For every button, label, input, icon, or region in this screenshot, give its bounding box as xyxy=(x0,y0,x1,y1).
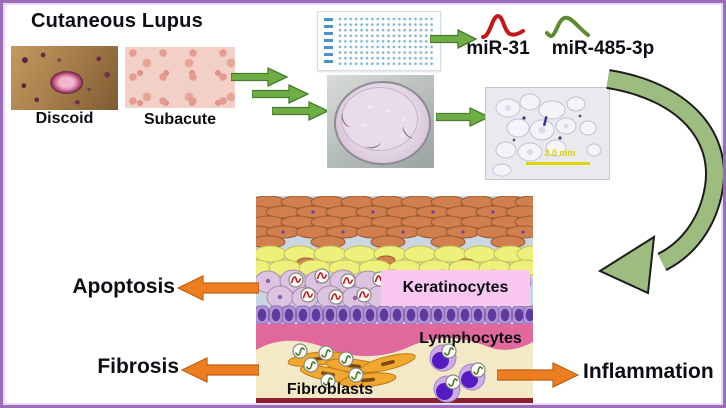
inflammation-arrow-icon xyxy=(497,362,579,388)
scale-bar-label: 2.0 mm xyxy=(544,148,576,158)
fibrosis-arrow-icon xyxy=(181,357,259,383)
flow-arrow-icon xyxy=(436,107,490,127)
flow-arrow-icon xyxy=(231,67,288,87)
inflammation-label: Inflammation xyxy=(583,360,714,383)
plate-control-column xyxy=(324,18,333,64)
mir-31-curve-icon xyxy=(481,13,525,39)
skin-section-diagram xyxy=(256,196,533,403)
mir-485-3p-curve-icon xyxy=(545,15,590,38)
flow-arrow-icon xyxy=(252,84,309,104)
discoid-lupus-photo xyxy=(11,46,118,110)
keratinocyte-microscopy-photo: 2.0 mm xyxy=(485,87,610,180)
mir-31-label: miR-31 xyxy=(466,38,530,59)
cell-outlines xyxy=(492,93,602,177)
curved-flow-arrow-icon xyxy=(597,69,723,295)
plate-well-grid xyxy=(338,17,435,65)
subacute-label: Subacute xyxy=(143,111,216,128)
page-title: Cutaneous Lupus xyxy=(31,10,203,32)
dish-medium xyxy=(341,87,418,151)
scale-bar xyxy=(526,162,590,165)
petri-dish-photo xyxy=(327,75,434,168)
microarray-plate-photo xyxy=(317,11,441,71)
keratinocytes-label-box: Keratinocytes xyxy=(381,270,530,306)
apoptosis-arrow-icon xyxy=(177,275,259,301)
flow-arrow-icon xyxy=(430,29,477,49)
tissue-explants xyxy=(367,105,372,109)
flow-arrow-icon xyxy=(272,101,329,121)
keratinocytes-label: Keratinocytes xyxy=(402,279,509,296)
lymphocytes-label: Lymphocytes xyxy=(419,330,522,347)
subacute-lupus-photo xyxy=(125,47,235,108)
fibrosis-label: Fibrosis xyxy=(97,355,179,378)
apoptosis-label: Apoptosis xyxy=(72,275,175,298)
discoid-label: Discoid xyxy=(35,110,94,127)
fibroblasts-label: Fibroblasts xyxy=(286,381,374,398)
mir-485-3p-label: miR-485-3p xyxy=(551,38,655,59)
